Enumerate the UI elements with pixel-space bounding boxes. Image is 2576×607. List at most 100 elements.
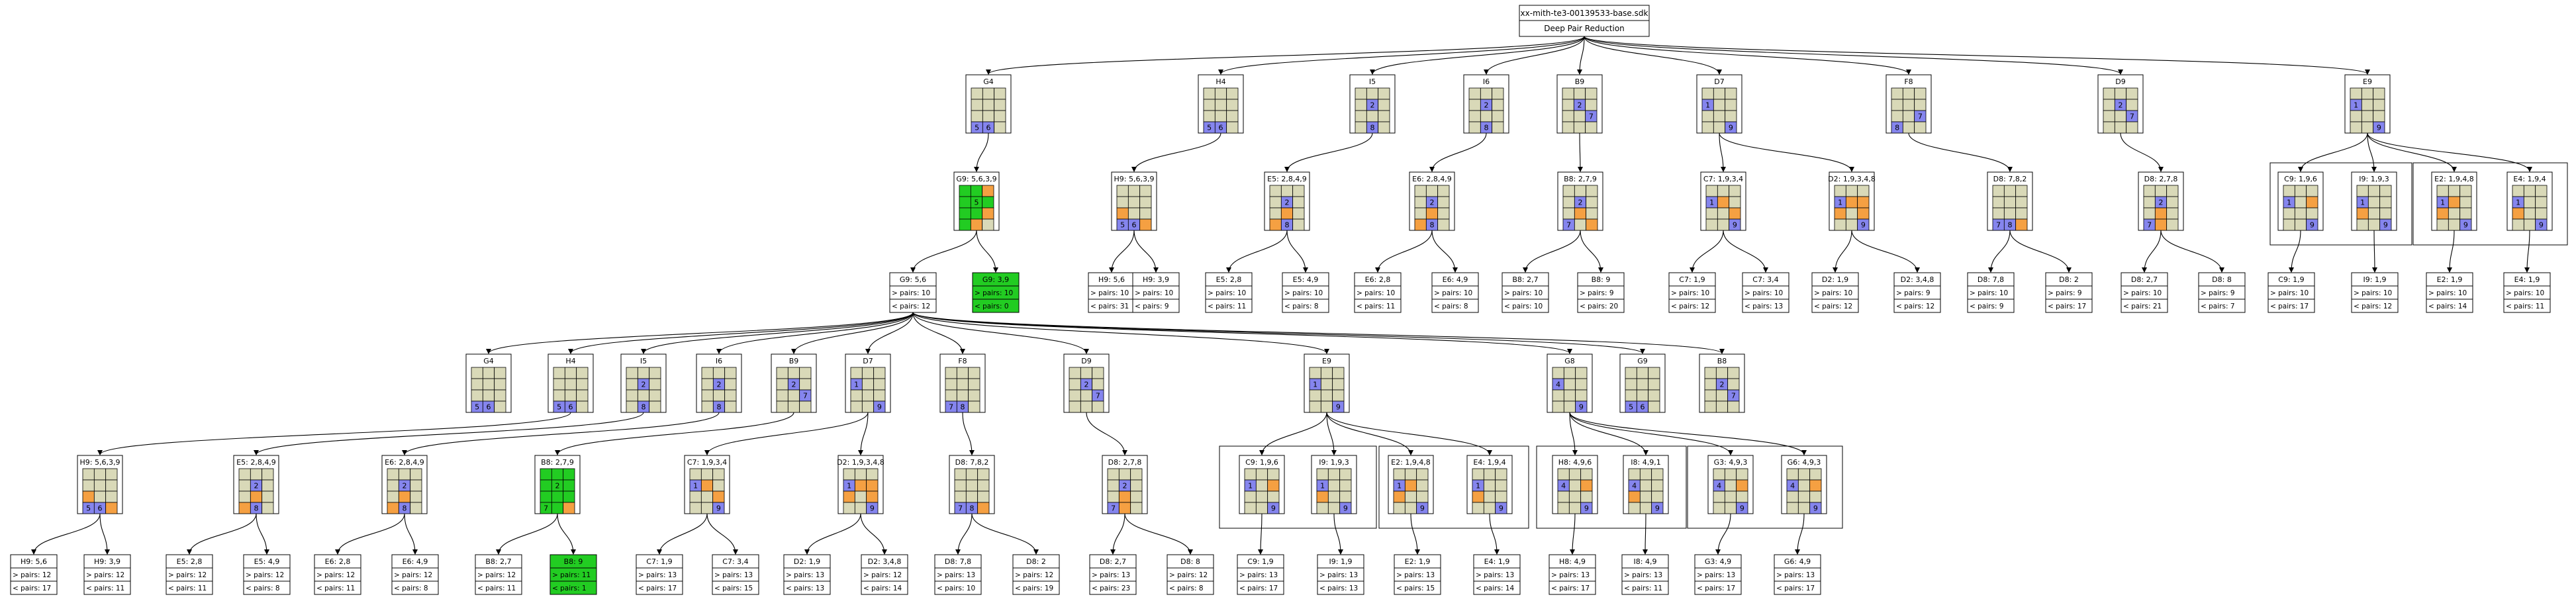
cell-digit: 1 (693, 482, 698, 490)
grid-cell (1651, 479, 1664, 492)
grid-cell (1568, 479, 1582, 492)
node-label: E5: 2,8 (1216, 275, 1242, 284)
node-label: H9: 3,9 (1143, 275, 1169, 284)
grid-cell (971, 99, 983, 111)
cell-digit: 4 (1561, 482, 1566, 490)
pair-count-text: < pairs: 20 (1580, 303, 1618, 310)
grid-cell (1203, 110, 1216, 122)
grid-node: E6: 2,8,4,928 (1409, 171, 1455, 231)
grid-cell (1834, 207, 1846, 220)
pair-count-text: < pairs: 17 (1239, 584, 1278, 592)
pair-count-text: < pairs: 12 (892, 303, 930, 310)
edge-arrow (2160, 230, 2224, 273)
pair-count-text: > pairs: 10 (1814, 289, 1852, 297)
pair-count-text: > pairs: 12 (86, 571, 124, 579)
pair-count-text: < pairs: 12 (2354, 303, 2392, 310)
grid-cell (262, 479, 274, 492)
node-label: E5: 4,9 (1293, 275, 1319, 284)
grid-node: G3: 4,9,349 (1707, 455, 1754, 514)
grid-cell (1845, 185, 1858, 197)
grid-cell (2356, 185, 2369, 197)
node-label: H9: 5,6 (21, 557, 47, 566)
grid-cell (1717, 207, 1730, 220)
grid-cell (1717, 196, 1730, 209)
node-label: C7: 3,4 (722, 557, 748, 566)
grid-cell (1701, 121, 1714, 134)
grid-cell (2459, 218, 2472, 231)
grid-cell (576, 378, 589, 391)
grid-cell (2154, 207, 2168, 220)
grid-cell (1725, 87, 1737, 100)
grid-cell (1713, 110, 1726, 122)
cluster-frame (2269, 162, 2412, 246)
pair-count-text: > pairs: 12 (863, 571, 902, 579)
grid-cell (2103, 121, 2115, 134)
grid-cell (701, 400, 714, 413)
grid-cell (551, 468, 564, 481)
grid-cell (1214, 99, 1227, 111)
node-label: E6: 2,8,4,9 (1412, 175, 1452, 183)
grid-cell (2350, 110, 2362, 122)
grid-cell (2448, 185, 2461, 197)
grid-cell (1269, 218, 1282, 231)
cell-digit: 8 (403, 504, 407, 513)
grid-cell (1437, 218, 1450, 231)
pair-count-text: < pairs: 14 (2428, 303, 2467, 310)
node-label: G4 (483, 357, 494, 365)
grid-cell (1562, 110, 1574, 122)
grid-cell (1857, 218, 1870, 231)
grid-cell (540, 468, 552, 481)
pair-count-text: < pairs: 8 (246, 584, 280, 592)
cell-digit: 1 (1248, 482, 1253, 490)
grid-cell (959, 196, 971, 209)
pair-count-text: < pairs: 15 (1396, 584, 1435, 592)
result-node: E6: 4,9> pairs: 12< pairs: 8 (391, 554, 439, 595)
cell-digit: 6 (569, 403, 573, 412)
pair-count-text: < pairs: 11 (1357, 303, 1395, 310)
grid-cell (982, 218, 994, 231)
grid-cell (1280, 207, 1294, 220)
cell-digit: 9 (1813, 504, 1818, 513)
grid-cell (1715, 400, 1729, 413)
root-subtitle: Deep Pair Reduction (1544, 24, 1625, 33)
grid-cell (1857, 207, 1870, 220)
pair-count-text: > pairs: 12 (1015, 571, 1053, 579)
grid-cell (1639, 468, 1652, 481)
grid-cell (250, 468, 263, 481)
node-label: E6: 2,8,4,9 (385, 458, 424, 467)
edge-arrow (402, 412, 720, 455)
grid-cell (982, 87, 995, 100)
result-node: E6: 2,8> pairs: 12< pairs: 11 (314, 554, 361, 595)
edge-arrow (1133, 230, 1159, 273)
result-node: D8: 8> pairs: 9< pairs: 7 (2198, 272, 2246, 313)
grid-cell (2294, 185, 2307, 197)
grid-cell (398, 468, 411, 481)
node-label: I9: 1,9 (1329, 557, 1353, 566)
grid-cell (2436, 207, 2449, 220)
grid-cell (1483, 490, 1496, 503)
node-label: D9 (1081, 357, 1091, 365)
grid-cell (1639, 502, 1652, 514)
grid-cell (1080, 400, 1093, 413)
pair-count-text: < pairs: 11 (1208, 303, 1246, 310)
edge-arrow (256, 513, 269, 555)
grid-cell (1080, 367, 1093, 379)
grid-cell (689, 468, 702, 481)
grid-cell (1483, 468, 1496, 481)
grid-cell (2306, 196, 2318, 209)
grid-node: B8: 2,7,927 (1557, 171, 1603, 231)
grid-cell (482, 378, 495, 391)
grid-node: D2: 1,9,3,4,819 (1828, 171, 1876, 231)
grid-cell (1902, 87, 1915, 100)
grid-cell (1914, 121, 1927, 134)
grid-cell (2015, 185, 2028, 197)
edge-arrow (1569, 412, 1733, 455)
pair-count-text: < pairs: 23 (1092, 584, 1130, 592)
grid-cell (1226, 110, 1239, 122)
grid-cell (1107, 468, 1120, 481)
grid-cell (1736, 490, 1748, 503)
